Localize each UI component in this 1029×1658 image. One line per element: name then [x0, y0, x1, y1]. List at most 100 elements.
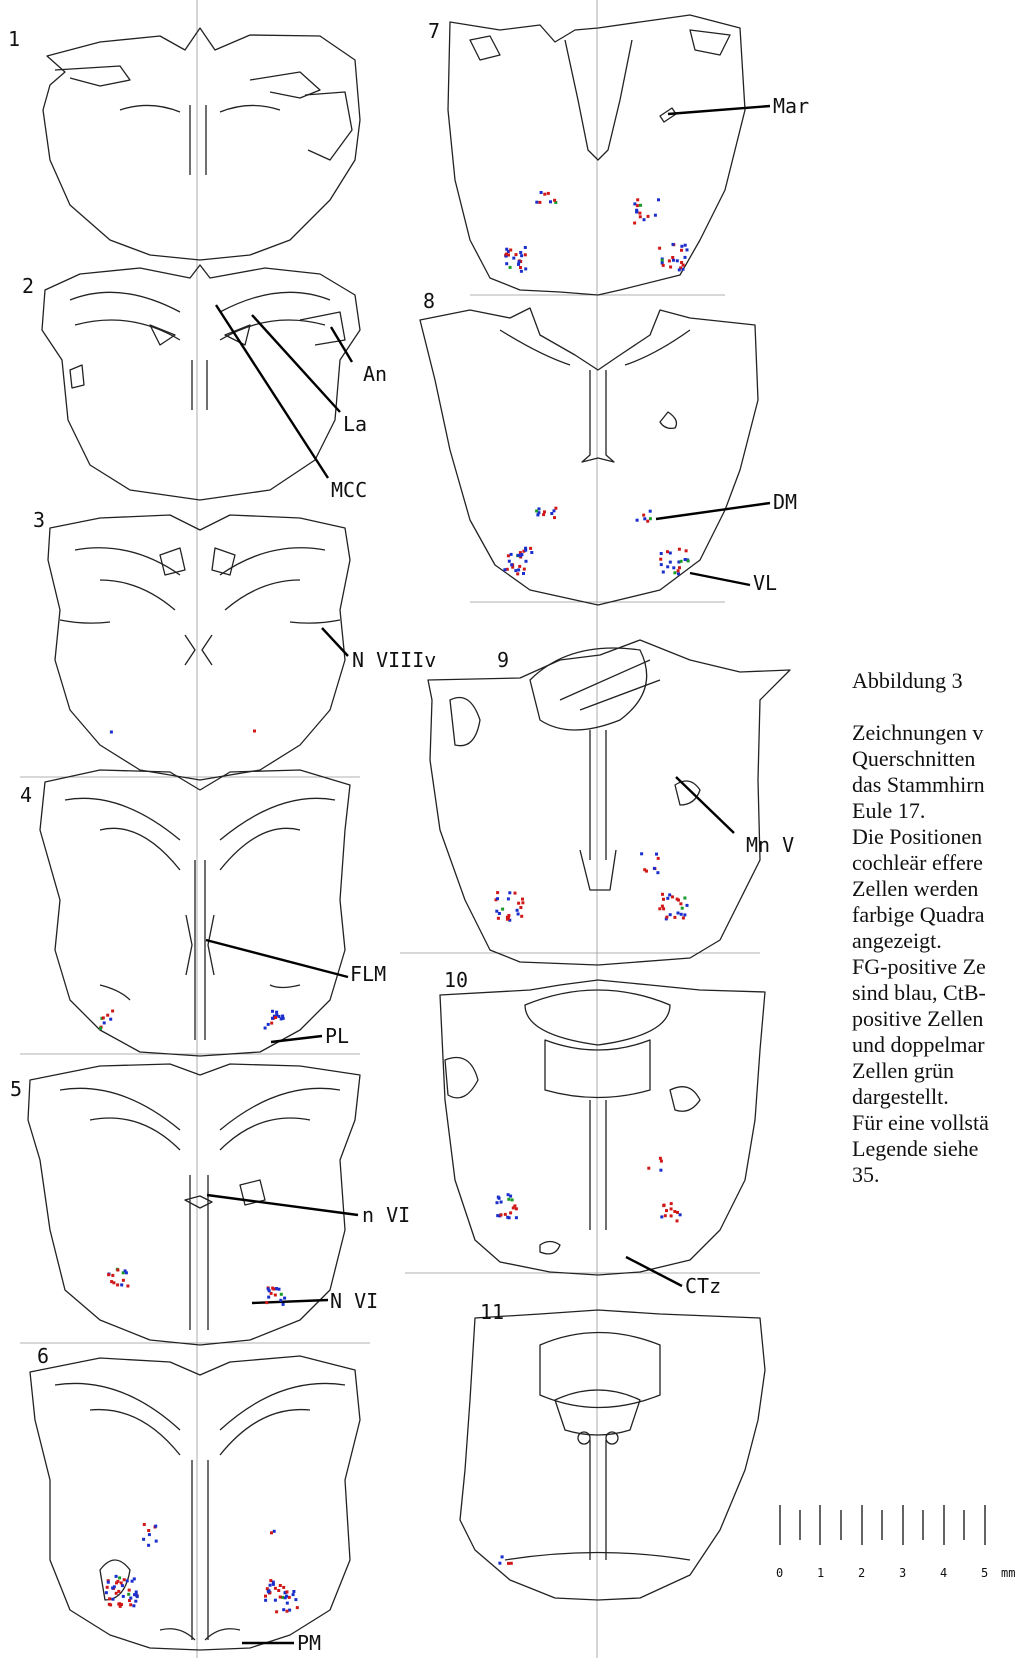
cell-marker: [662, 907, 665, 910]
cell-marker: [515, 1216, 518, 1219]
cell-marker: [132, 1604, 135, 1607]
caption-line: farbige Quadra: [852, 902, 1029, 928]
section-5-outline: [28, 1064, 360, 1345]
cell-marker: [658, 907, 661, 910]
cell-marker: [120, 1581, 123, 1584]
cell-marker: [117, 1590, 120, 1593]
cell-marker: [661, 259, 664, 262]
cell-marker: [543, 510, 546, 513]
cell-marker: [522, 572, 525, 575]
cell-marker: [505, 262, 508, 265]
cell-marker: [685, 549, 688, 552]
label-pl: PL: [325, 1024, 349, 1048]
cell-marker: [515, 253, 518, 256]
cell-marker: [496, 897, 499, 900]
cell-marker: [507, 1198, 510, 1201]
cell-marker: [118, 1576, 121, 1579]
section-number-3: 3: [33, 508, 45, 532]
cell-marker: [663, 1204, 666, 1207]
cell-marker: [661, 905, 664, 908]
cell-marker: [682, 917, 685, 920]
cell-marker: [659, 558, 662, 561]
cell-marker: [660, 552, 663, 555]
cell-marker: [122, 1279, 125, 1282]
cell-marker: [501, 908, 504, 911]
cell-marker: [123, 1578, 126, 1581]
cell-marker: [524, 267, 527, 270]
cell-marker: [272, 1583, 275, 1586]
cell-marker: [678, 566, 681, 569]
cell-marker: [106, 1014, 109, 1017]
cell-marker: [105, 1591, 108, 1594]
section-number-1: 1: [8, 27, 20, 51]
cell-marker: [677, 572, 680, 575]
section-4-outline: [40, 770, 350, 1056]
cell-marker: [278, 1288, 281, 1291]
cell-marker: [553, 199, 556, 202]
cell-marker: [510, 1562, 513, 1565]
cell-marker: [550, 512, 553, 515]
section-number-10: 10: [444, 968, 468, 992]
cell-marker: [267, 1023, 270, 1026]
cell-marker: [109, 1603, 112, 1606]
cell-marker: [124, 1269, 127, 1272]
cell-marker: [134, 1600, 137, 1603]
cell-marker: [116, 1269, 119, 1272]
cell-marker: [523, 568, 526, 571]
caption-line: Die Positionen: [852, 824, 1029, 850]
cell-marker: [267, 1287, 270, 1290]
cell-marker: [512, 257, 515, 260]
caption-line: 35.: [852, 1162, 1029, 1188]
cell-marker: [510, 553, 513, 556]
section-6-outline: [30, 1356, 360, 1650]
cell-marker: [509, 1195, 512, 1198]
cell-marker: [498, 1562, 501, 1565]
cell-marker: [495, 910, 498, 913]
cell-marker: [518, 565, 521, 568]
cell-marker: [665, 916, 668, 919]
cell-marker: [265, 1301, 268, 1304]
cell-marker: [635, 210, 638, 213]
cell-marker: [553, 516, 556, 519]
cell-marker: [142, 1538, 145, 1541]
cell-marker: [102, 1016, 105, 1019]
section-3-outline: [48, 515, 350, 780]
cell-marker: [147, 1529, 150, 1532]
caption-title: Abbildung 3: [852, 668, 1029, 694]
cell-marker: [269, 1584, 272, 1587]
cell-marker: [668, 259, 671, 262]
caption-line: Für eine vollstä: [852, 1110, 1029, 1136]
cell-marker: [135, 1594, 138, 1597]
cell-marker: [505, 248, 508, 251]
cell-marker: [678, 268, 681, 271]
cell-marker: [282, 1303, 285, 1306]
cell-marker: [508, 891, 511, 894]
cell-marker: [280, 1017, 283, 1020]
cell-marker: [659, 1169, 662, 1172]
cell-marker: [514, 892, 517, 895]
label-ctz: CTz: [685, 1274, 721, 1298]
cell-marker: [275, 1287, 278, 1290]
cell-marker: [120, 1283, 123, 1286]
cell-marker: [126, 1285, 129, 1288]
cell-marker: [679, 902, 682, 905]
label-vl: VL: [753, 571, 777, 595]
cell-marker: [511, 1198, 514, 1201]
cell-marker: [639, 215, 642, 218]
cell-marker: [503, 568, 506, 571]
scale-bar: [780, 1505, 985, 1545]
cell-marker: [669, 561, 672, 564]
cell-marker: [519, 266, 522, 269]
cell-marker: [509, 1211, 512, 1214]
cell-marker: [673, 1210, 676, 1213]
cell-marker: [110, 1280, 113, 1283]
cell-marker: [683, 897, 686, 900]
cell-marker: [677, 569, 680, 572]
label-n-vi-lower: n VI: [362, 1203, 410, 1227]
cell-marker: [268, 1590, 271, 1593]
cell-marker: [649, 510, 652, 513]
cell-marker: [683, 913, 686, 916]
section-10-outline: [440, 980, 765, 1275]
cell-marker: [672, 243, 675, 246]
cell-marker: [659, 1157, 662, 1160]
